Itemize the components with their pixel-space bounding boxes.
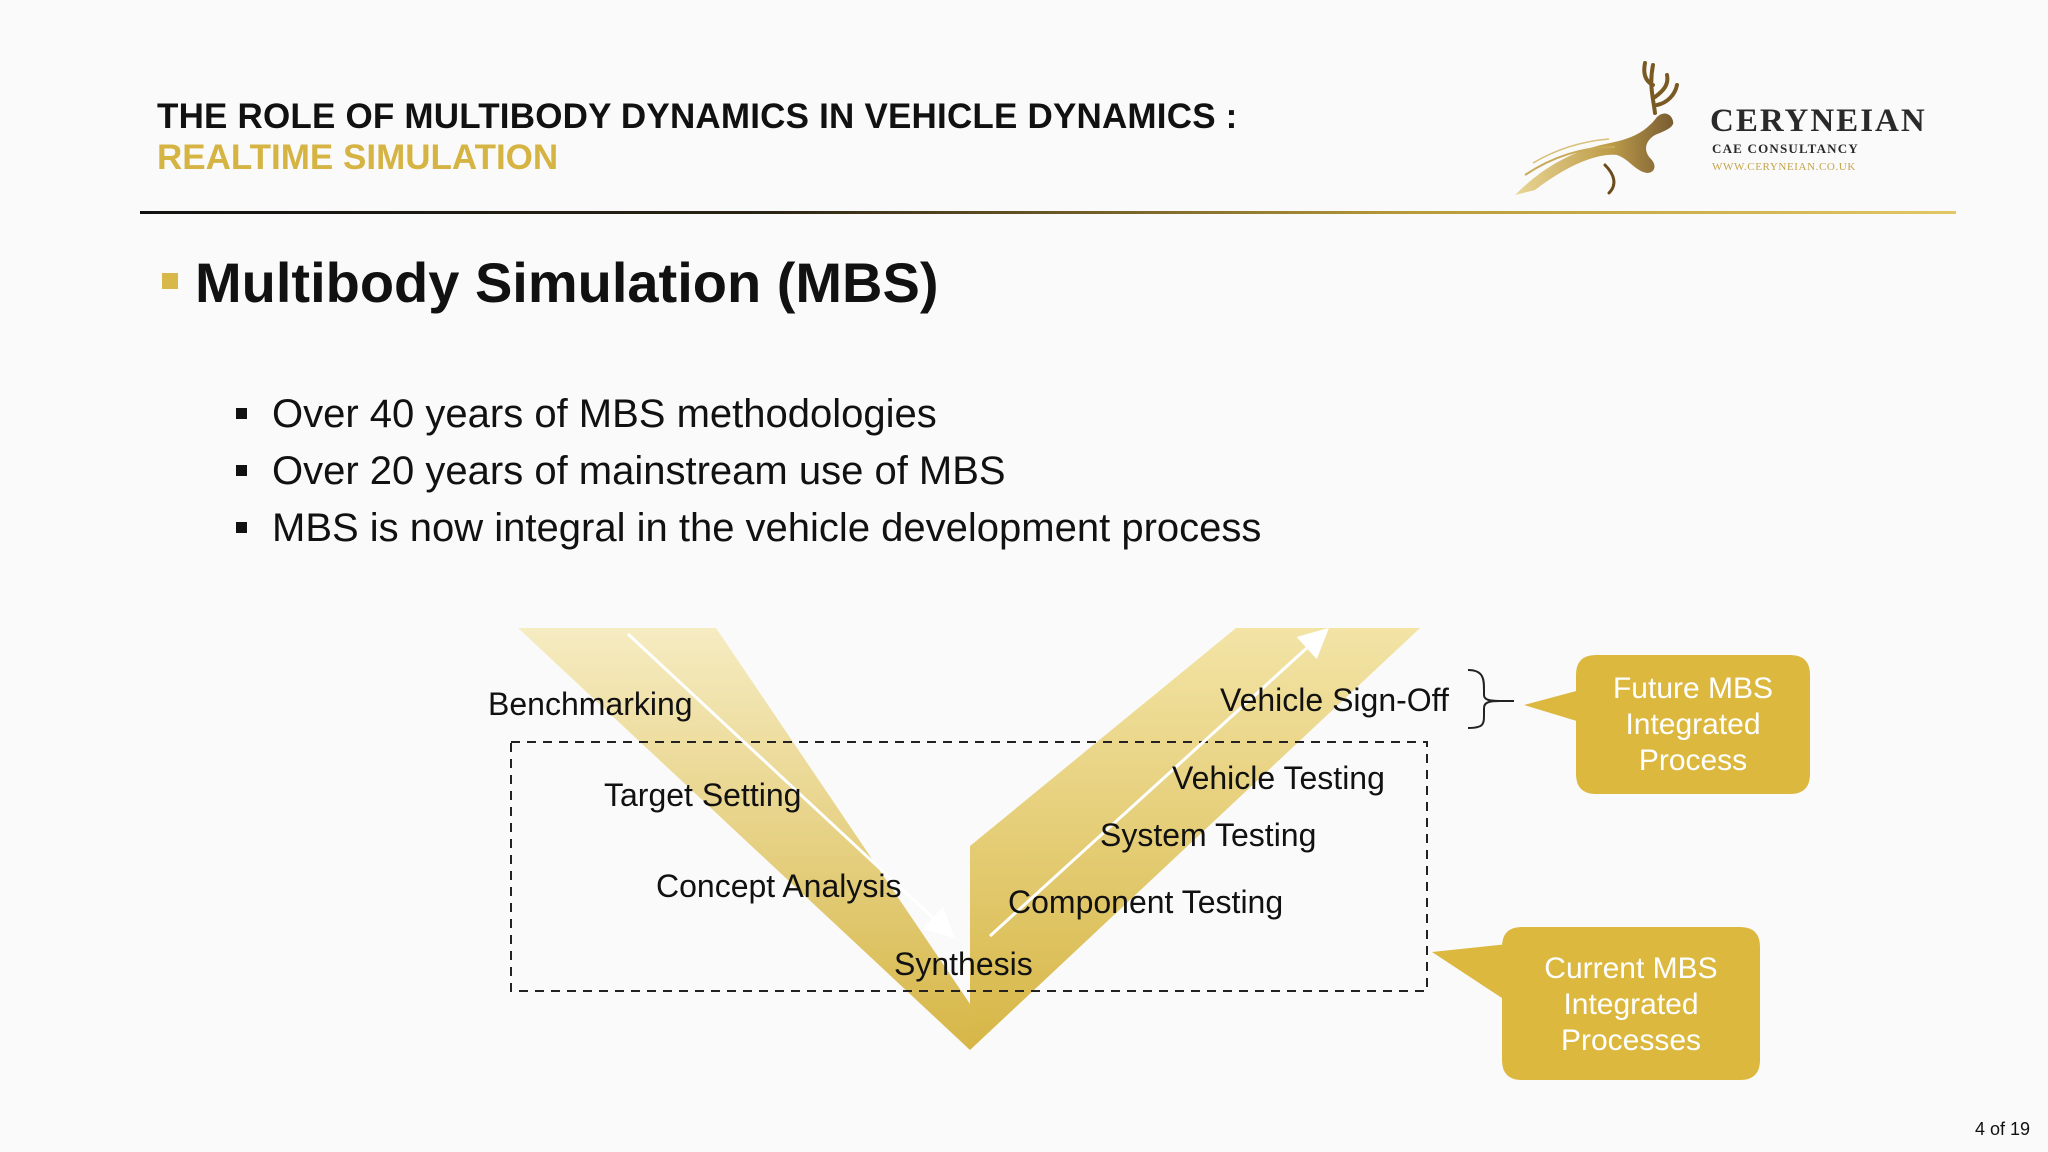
logo-name: CERYNEIAN bbox=[1710, 103, 1927, 139]
logo-url: WWW.CERYNEIAN.CO.UK bbox=[1712, 161, 1856, 173]
section-heading: Multibody Simulation (MBS) bbox=[195, 251, 939, 314]
stage-vehicle-sign-off: Vehicle Sign-Off bbox=[1220, 682, 1449, 718]
bullet-square-icon bbox=[236, 522, 247, 533]
logo-subtitle: CAE CONSULTANCY bbox=[1712, 141, 1859, 156]
current-process-box bbox=[510, 741, 1428, 992]
current-mbs-callout: Current MBS Integrated Processes bbox=[1544, 952, 1718, 1057]
section-bullet-square bbox=[162, 273, 178, 289]
up-arrow bbox=[988, 627, 1329, 938]
sign-off-brace bbox=[1467, 669, 1501, 729]
stage-vehicle-testing: Vehicle Testing bbox=[1172, 760, 1385, 796]
stage-benchmarking: Benchmarking bbox=[488, 686, 693, 722]
stag-icon bbox=[1515, 61, 1679, 195]
list-item: Over 40 years of MBS methodologies bbox=[234, 390, 1261, 447]
company-logo: CERYNEIAN CAE CONSULTANCY WWW.CERYNEIAN.… bbox=[1505, 55, 1925, 205]
bullet-text: Over 40 years of MBS methodologies bbox=[272, 392, 937, 436]
bullet-text: Over 20 years of mainstream use of MBS bbox=[272, 449, 1006, 493]
bullet-list: Over 40 years of MBS methodologies Over … bbox=[234, 390, 1261, 561]
stage-target-setting: Target Setting bbox=[604, 777, 802, 813]
stage-concept-analysis: Concept Analysis bbox=[656, 868, 902, 904]
header-divider bbox=[140, 211, 1956, 214]
v-left-arm bbox=[518, 628, 970, 1050]
slide-title: THE ROLE OF MULTIBODY DYNAMICS IN VEHICL… bbox=[157, 97, 1238, 136]
page-indicator: 4 of 19 bbox=[1974, 1119, 2030, 1139]
future-mbs-callout: Future MBS Integrated Process bbox=[1612, 672, 1774, 777]
bullet-text: MBS is now integral in the vehicle devel… bbox=[272, 506, 1262, 550]
future-callout-shape bbox=[1576, 655, 1810, 794]
bullet-square-icon bbox=[236, 465, 247, 476]
list-item: MBS is now integral in the vehicle devel… bbox=[234, 504, 1261, 561]
bullet-square-icon bbox=[236, 408, 247, 419]
stage-synthesis: Synthesis bbox=[894, 946, 1033, 982]
down-arrow bbox=[626, 632, 955, 939]
v-right-arm bbox=[970, 628, 1420, 1050]
slide-subtitle: REALTIME SIMULATION bbox=[157, 138, 559, 177]
current-callout-shape bbox=[1502, 927, 1760, 1080]
stage-component-testing: Component Testing bbox=[1008, 884, 1284, 920]
stage-system-testing: System Testing bbox=[1100, 817, 1317, 853]
list-item: Over 20 years of mainstream use of MBS bbox=[234, 447, 1261, 504]
